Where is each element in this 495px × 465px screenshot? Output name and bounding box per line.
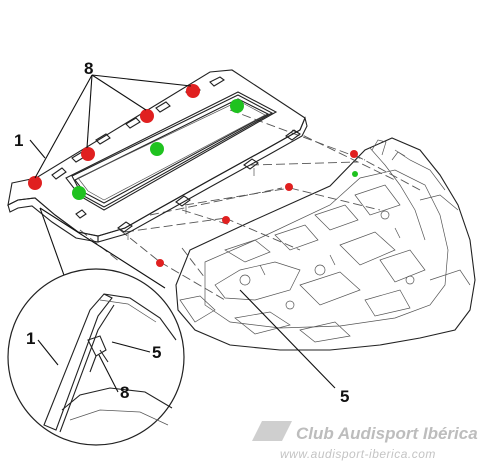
fastener-marker — [230, 99, 244, 113]
alignment-lines — [79, 109, 421, 301]
callout-body: 5 — [340, 387, 349, 406]
clip-marker — [28, 176, 42, 190]
callout-detail-clip: 8 — [120, 383, 129, 402]
detail-view — [7, 268, 185, 446]
clip-marker — [285, 183, 293, 191]
watermark-url: www.audisport-iberica.com — [280, 447, 436, 461]
watermark: Club Audisport Ibérica www.audisport-ibe… — [252, 421, 478, 461]
fastener-marker — [72, 186, 86, 200]
fastener-markers-green — [72, 99, 358, 200]
clip-marker — [350, 150, 358, 158]
callout-detail-shelf: 1 — [26, 329, 35, 348]
clip-marker — [186, 84, 200, 98]
rear-parcel-shelf — [7, 69, 308, 243]
clip-marker — [81, 147, 95, 161]
watermark-title: Club Audisport Ibérica — [296, 424, 478, 443]
fastener-marker — [352, 171, 358, 177]
clip-marker — [156, 259, 164, 267]
clip-marker — [222, 216, 230, 224]
clip-marker — [140, 109, 154, 123]
callout-labels: 8 1 5 1 5 8 — [14, 59, 349, 406]
callout-clips: 8 — [84, 59, 93, 78]
callout-shelf: 1 — [14, 131, 23, 150]
fastener-marker — [150, 142, 164, 156]
vehicle-body-floor — [175, 137, 476, 351]
callout-detail-body: 5 — [152, 343, 161, 362]
clip-markers-red — [28, 84, 358, 267]
watermark-logo-icon — [252, 421, 292, 441]
